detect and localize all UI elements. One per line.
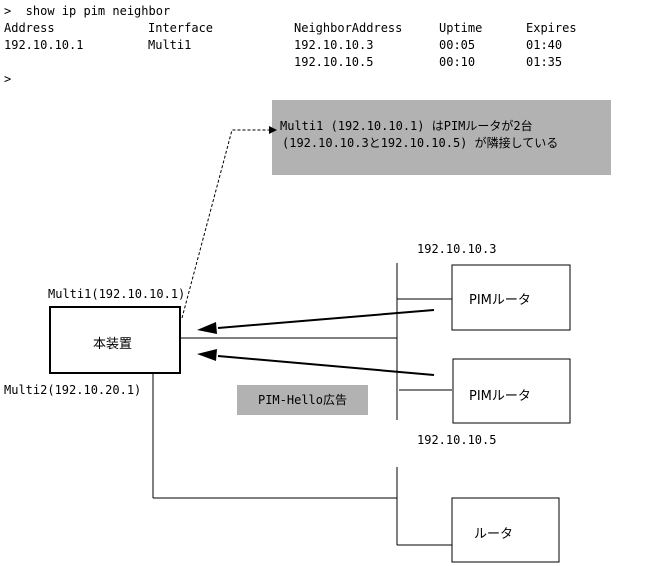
hello-arrowhead-1 — [197, 322, 217, 334]
cell-neighbor-address: 192.10.10.3 — [294, 38, 374, 52]
pim-router-2-address: 192.10.10.5 — [417, 433, 497, 447]
header-expires: Expires — [526, 21, 577, 35]
header-uptime: Uptime — [439, 21, 483, 35]
prompt: > — [4, 72, 12, 86]
header-address: Address — [4, 21, 55, 35]
pim-hello-label: PIM-Hello広告 — [237, 385, 368, 415]
cell-interface: Multi1 — [148, 38, 192, 52]
router-3-box — [451, 497, 560, 563]
hello-arrowhead-2 — [197, 349, 217, 361]
header-interface: Interface — [148, 21, 214, 35]
cell-expires: 01:35 — [526, 55, 563, 69]
cell-neighbor-address: 192.10.10.5 — [294, 55, 374, 69]
callout-line-2: (192.10.10.3と192.10.10.5) が隣接している — [282, 136, 559, 150]
callout-leader-line — [181, 129, 269, 319]
callout-line-1: Multi1 (192.10.10.1) はPIMルータが2台 — [280, 119, 533, 133]
pim-router-1-box — [451, 264, 571, 331]
device-box — [49, 306, 181, 374]
pim-router-1-label: PIMルータ — [469, 293, 531, 308]
command-line: > show ip pim neighbor — [4, 4, 171, 18]
pim-router-1-address: 192.10.10.3 — [417, 242, 497, 256]
cell-uptime: 00:05 — [439, 38, 476, 52]
interface-2-label: Multi2(192.10.20.1) — [4, 383, 142, 397]
header-neighbor-address: NeighborAddress — [294, 21, 403, 35]
cell-uptime: 00:10 — [439, 55, 476, 69]
hello-arrow-1 — [217, 309, 435, 329]
device-label: 本装置 — [93, 337, 133, 352]
router-3-label: ルータ — [474, 527, 514, 542]
interface-1-label: Multi1(192.10.10.1) — [48, 287, 186, 301]
pim-router-2-box — [452, 358, 571, 424]
hello-arrow-2 — [217, 355, 435, 376]
cell-expires: 01:40 — [526, 38, 563, 52]
pim-router-2-label: PIMルータ — [469, 389, 531, 404]
callout-box: Multi1 (192.10.10.1) はPIMルータが2台 (192.10.… — [272, 100, 611, 175]
callout-arrowhead — [269, 126, 277, 134]
cell-address: 192.10.10.1 — [4, 38, 84, 52]
